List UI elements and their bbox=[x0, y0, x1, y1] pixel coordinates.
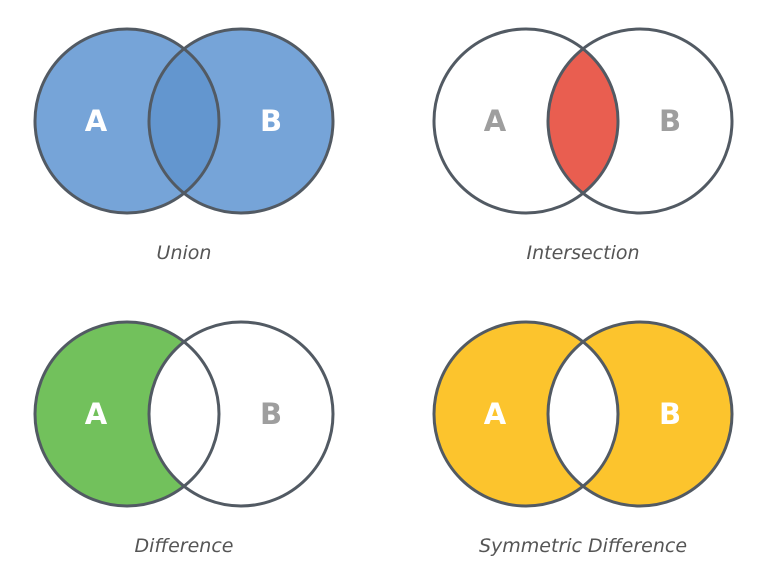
region-b-only bbox=[184, 28, 333, 213]
diagram-caption: Union bbox=[157, 242, 212, 264]
circle-b-outline bbox=[546, 320, 734, 508]
region-b-only bbox=[184, 322, 333, 506]
region-a-only bbox=[35, 322, 184, 506]
venn-union: A B Union bbox=[33, 27, 335, 264]
set-b-label: B bbox=[260, 104, 282, 138]
set-b-label: B bbox=[659, 104, 681, 138]
circle-b-outline bbox=[147, 320, 335, 508]
region-a-only bbox=[434, 28, 583, 213]
region-a-only bbox=[35, 28, 184, 213]
circle-b-outline bbox=[147, 27, 335, 215]
set-b-label: B bbox=[260, 397, 282, 431]
circle-a-outline bbox=[432, 27, 620, 215]
set-a-label: A bbox=[484, 397, 507, 431]
venn-intersection: A B Intersection bbox=[432, 27, 734, 264]
venn-difference: A B Difference bbox=[33, 320, 335, 557]
diagram-caption: Difference bbox=[135, 535, 234, 557]
region-overlap bbox=[149, 341, 219, 487]
venn-symmetric-difference: A B Symmetric Difference bbox=[432, 320, 734, 557]
region-overlap bbox=[149, 48, 219, 194]
region-overlap bbox=[548, 341, 618, 487]
circle-a-outline bbox=[33, 27, 221, 215]
set-a-label: A bbox=[85, 104, 108, 138]
set-a-label: A bbox=[85, 397, 108, 431]
region-b-only bbox=[583, 28, 732, 213]
set-b-label: B bbox=[659, 397, 681, 431]
circle-b-outline bbox=[546, 27, 734, 215]
region-overlap bbox=[548, 48, 618, 194]
circle-a-outline bbox=[33, 320, 221, 508]
region-b-only bbox=[583, 322, 732, 506]
diagram-caption: Symmetric Difference bbox=[479, 535, 687, 557]
circle-a-outline bbox=[432, 320, 620, 508]
region-a-only bbox=[434, 322, 583, 506]
set-a-label: A bbox=[484, 104, 507, 138]
diagram-caption: Intersection bbox=[526, 242, 639, 264]
